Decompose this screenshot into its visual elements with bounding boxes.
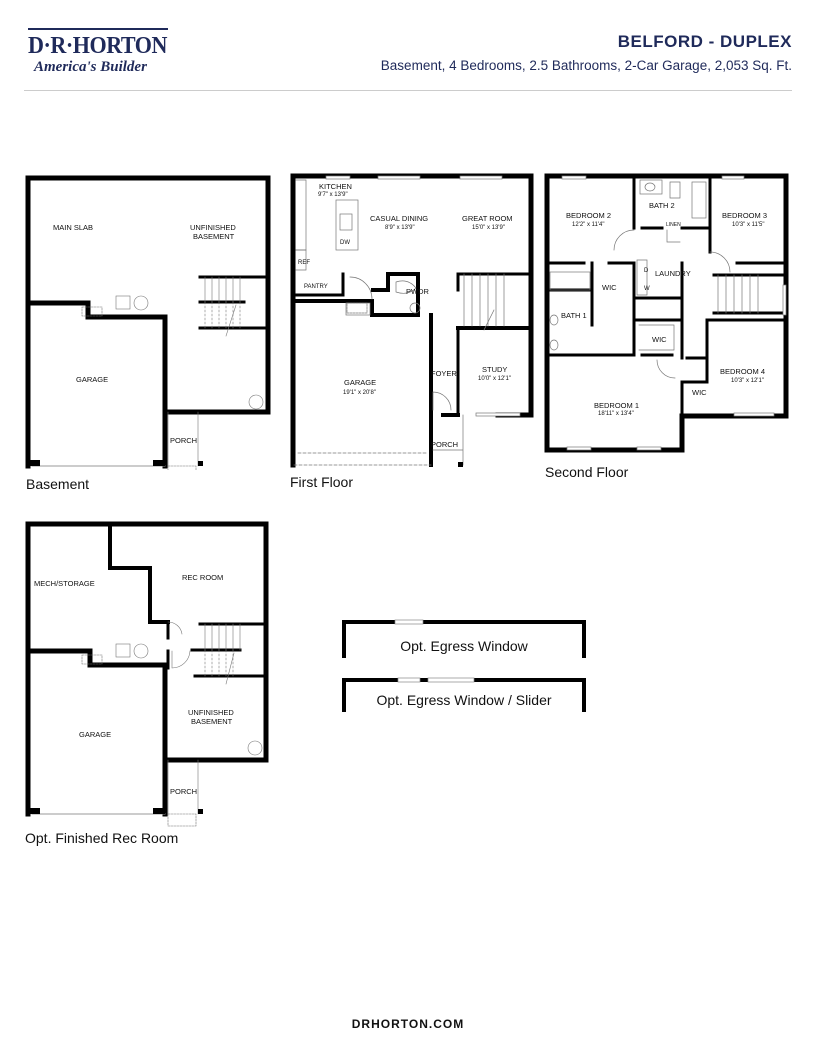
rec-room-plan: MECH/STORAGE REC ROOM UNFINISHED BASEMEN… [20,518,280,830]
room-bedroom-4: BEDROOM 4 [720,367,765,376]
egress-slider-option [340,674,588,714]
svg-text:BASEMENT: BASEMENT [193,232,235,241]
room-unfinished-basement: UNFINISHED [188,708,234,717]
svg-text:W: W [644,286,650,292]
svg-text:D: D [644,268,649,274]
room-laundry: LAUNDRY [655,269,691,278]
drhorton-logo: D·R·HORTON America's Builder [28,28,178,76]
room-wic-1: WIC [602,283,617,292]
header-divider [24,90,792,91]
room-porch: PORCH [431,440,458,449]
logo-brand: D·R·HORTON [28,33,167,59]
room-study: STUDY [482,365,507,374]
room-garage: GARAGE [79,730,111,739]
logo-rule [28,28,168,30]
room-porch: PORCH [170,436,197,445]
room-bath-1: BATH 1 [561,311,587,320]
room-pwdr: PWDR [406,287,429,296]
room-kitchen: KITCHEN [319,182,352,191]
room-bedroom-2: BEDROOM 2 [566,211,611,220]
svg-text:9'7" x 13'9": 9'7" x 13'9" [318,192,348,198]
logo-tagline: America's Builder [34,59,147,75]
svg-text:8'9" x 13'9": 8'9" x 13'9" [385,225,415,231]
plan-specs: Basement, 4 Bedrooms, 2.5 Bathrooms, 2-C… [380,58,792,73]
svg-text:12'2" x 11'4": 12'2" x 11'4" [572,222,604,228]
room-wic-3: WIC [692,388,707,397]
room-main-slab: MAIN SLAB [53,223,93,232]
room-bedroom-1: BEDROOM 1 [594,401,639,410]
plan-title-block: BELFORD - DUPLEX Basement, 4 Bedrooms, 2… [381,32,792,73]
room-wic-2: WIC [652,335,667,344]
room-pantry: PANTRY [304,284,328,290]
plan-name: BELFORD - DUPLEX [617,32,792,51]
room-casual-dining: CASUAL DINING [370,214,428,223]
svg-text:19'1" x 20'8": 19'1" x 20'8" [343,390,376,396]
room-linen: LINEN [666,222,681,228]
room-bedroom-3: BEDROOM 3 [722,211,767,220]
first-floor-plan: KITCHEN 9'7" x 13'9" CASUAL DINING 8'9" … [288,170,538,470]
label-egress-slider: Opt. Egress Window / Slider [376,692,552,708]
caption-rec-room: Opt. Finished Rec Room [25,830,179,846]
svg-text:15'0" x 13'9": 15'0" x 13'9" [472,225,505,231]
caption-second-floor: Second Floor [545,464,629,480]
room-garage: GARAGE [76,375,108,384]
egress-window-option [340,616,588,660]
svg-text:10'3" x 11'5": 10'3" x 11'5" [732,222,764,228]
caption-first-floor: First Floor [290,474,353,490]
label-egress-window: Opt. Egress Window [400,638,528,654]
room-porch: PORCH [170,787,197,796]
basement-plan: MAIN SLAB UNFINISHED BASEMENT GARAGE POR… [20,170,280,470]
room-great-room: GREAT ROOM [462,214,513,223]
room-garage: GARAGE [344,378,376,387]
svg-text:BASEMENT: BASEMENT [191,717,233,726]
svg-text:REF: REF [298,260,310,266]
second-floor-plan: BEDROOM 2 12'2" x 11'4" BATH 2 LINEN BED… [542,170,792,460]
room-mech-storage: MECH/STORAGE [34,579,95,588]
svg-text:18'11" x 13'4": 18'11" x 13'4" [598,411,634,417]
footer-url[interactable]: DRHORTON.COM [351,1017,465,1031]
room-unfinished-basement: UNFINISHED [190,223,236,232]
room-rec-room: REC ROOM [182,573,223,582]
svg-text:10'3" x 12'1": 10'3" x 12'1" [731,378,764,384]
room-foyer: FOYER [431,369,457,378]
svg-text:DW: DW [340,240,350,246]
caption-basement: Basement [26,476,90,492]
svg-text:10'0" x 12'1": 10'0" x 12'1" [478,376,511,382]
room-bath-2: BATH 2 [649,201,675,210]
